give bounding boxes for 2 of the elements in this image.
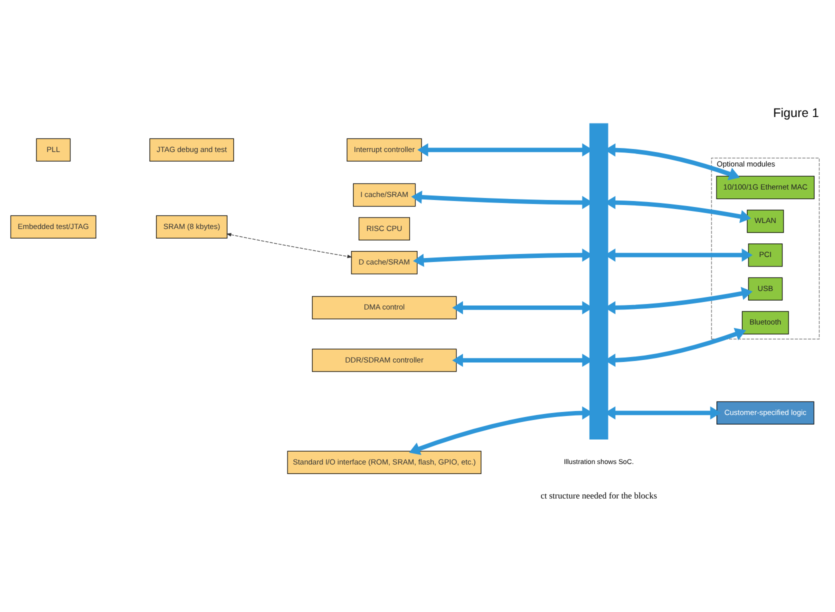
diagram-title: Figure 1 <box>773 106 820 120</box>
label: ct structure needed for the blocks <box>540 490 657 501</box>
